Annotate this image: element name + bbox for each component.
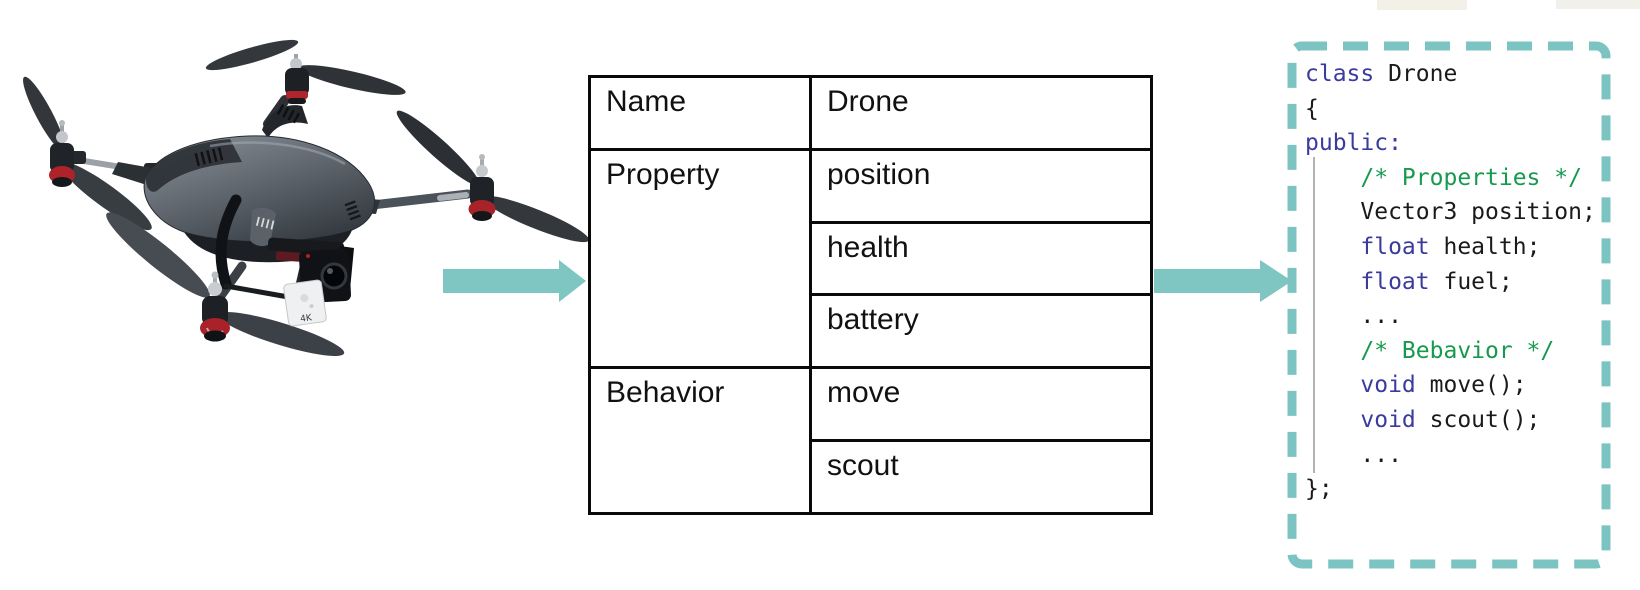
- code-line: ...: [1305, 441, 1402, 468]
- left-rotor: [23, 76, 164, 231]
- code-line: };: [1305, 476, 1333, 503]
- table-row: Property position: [588, 147, 1153, 370]
- code-line: /* Properties */: [1360, 164, 1582, 191]
- table-row: battery: [590, 293, 1153, 370]
- table-row: scout: [590, 438, 1153, 515]
- table-cell-property-health: health: [809, 220, 1153, 297]
- code-lines: class Drone { public: /* Properties */ Vec…: [1305, 57, 1605, 507]
- code-line: void scout();: [1360, 406, 1541, 433]
- code-line: public:: [1305, 130, 1402, 157]
- table-cell-name-value: Drone: [809, 75, 1153, 151]
- table-cell-property-position: position: [809, 147, 1153, 224]
- code-line: {: [1305, 95, 1319, 122]
- camera-gimbal: 4K: [267, 237, 354, 327]
- drone-mapping-table: Name Drone Property position health batt…: [588, 75, 1153, 515]
- camera-label: 4K: [300, 313, 314, 325]
- drone-photo: 4K: [23, 39, 589, 356]
- table-cell-behavior-move: move: [809, 366, 1153, 442]
- cropped-artifact: [1556, 0, 1640, 9]
- code-block-border: [1287, 41, 1611, 569]
- code-line: /* Bebavior */: [1360, 337, 1555, 364]
- table-row: Name Drone: [588, 75, 1153, 151]
- cropped-artifact: [1377, 0, 1467, 10]
- table-cell-property-label: Property: [588, 147, 812, 370]
- table-row: Behavior move: [588, 366, 1153, 515]
- rear-rotor: [205, 39, 406, 129]
- code-line: float fuel;: [1360, 268, 1513, 295]
- right-rotor: [350, 110, 589, 243]
- code-line: void move();: [1360, 372, 1527, 399]
- code-line: Vector3 position;: [1305, 199, 1596, 226]
- table-row: health: [590, 220, 1153, 297]
- arrow-right-icon: [1154, 260, 1292, 302]
- front-rotor-motor: [200, 271, 230, 342]
- code-block: class Drone { public: /* Properties */ Vec…: [1305, 57, 1605, 507]
- code-line: ...: [1305, 303, 1402, 330]
- code-line: class Drone: [1305, 61, 1458, 87]
- indent-guide-line: [1313, 157, 1315, 473]
- table-cell-name-label: Name: [588, 75, 812, 151]
- code-line: float health;: [1360, 233, 1541, 260]
- table-cell-property-battery: battery: [809, 293, 1153, 370]
- table-cell-behavior-scout: scout: [809, 438, 1153, 515]
- table-cell-behavior-label: Behavior: [588, 366, 812, 515]
